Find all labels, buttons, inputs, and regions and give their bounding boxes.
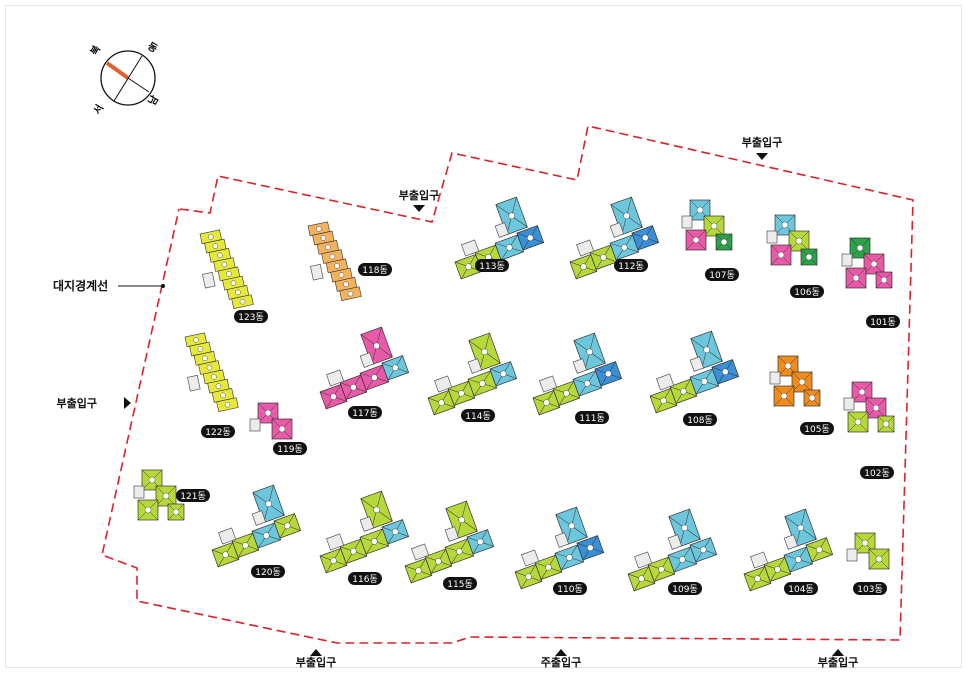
svg-text:102동: 102동 [864,468,889,479]
building-label-113동: 113동 [475,259,509,272]
building-114동[interactable]: 114동 [414,330,518,422]
entrance-label: 부출입구 [296,655,336,669]
svg-text:118동: 118동 [362,265,387,276]
svg-text:101동: 101동 [870,317,895,328]
entrance-label: 주출입구 [541,655,581,669]
entrance-arrow-icon [413,205,425,212]
entrance-arrow-icon [756,153,768,160]
boundary-callout: 대지경계선 [53,278,165,293]
building-103동[interactable]: 103동 [846,532,890,595]
building-label-107동: 107동 [705,268,739,281]
building-111동[interactable]: 111동 [519,330,623,424]
buildings-layer: 113동 112동 107동 106동 101동 117동 114동 111동 108동 105동… [133,194,900,595]
svg-text:116동: 116동 [352,574,377,585]
building-label-123동: 123동 [234,310,268,323]
building-label-102동: 102동 [860,466,894,479]
building-label-121동: 121동 [176,489,210,502]
svg-text:117동: 117동 [352,408,377,419]
svg-text:111동: 111동 [579,413,604,424]
building-104동[interactable]: 104동 [730,506,834,595]
svg-text:104동: 104동 [788,584,813,595]
building-116동[interactable]: 116동 [306,488,410,585]
building-label-104동: 104동 [784,582,818,595]
compass: 북 동 남 서 [88,40,161,116]
building-label-114동: 114동 [461,409,495,422]
svg-text:123동: 123동 [238,312,263,323]
building-106동[interactable]: 106동 [766,214,824,298]
svg-text:110동: 110동 [557,584,582,595]
svg-text:112동: 112동 [618,261,643,272]
compass-west-label: 서 [90,102,106,116]
svg-text:108동: 108동 [687,415,712,426]
svg-text:122동: 122동 [205,427,230,438]
svg-text:106동: 106동 [794,287,819,298]
building-label-120동: 120동 [251,565,285,578]
building-109동[interactable]: 109동 [614,506,718,595]
building-115동[interactable]: 115동 [391,498,495,590]
building-label-105동: 105동 [800,422,834,435]
building-label-117동: 117동 [348,406,382,419]
building-119동[interactable]: 119동 [249,402,307,455]
compass-north-label: 북 [88,44,103,58]
entrance-sub-bottom-right: 부출입구 [818,649,858,669]
map-frame [5,5,962,668]
building-label-119동: 119동 [273,442,307,455]
building-123동[interactable]: 123동 [194,226,268,323]
building-110동[interactable]: 110동 [501,504,605,595]
building-122동[interactable]: 122동 [179,329,239,438]
building-label-108동: 108동 [683,413,717,426]
boundary-label: 대지경계선 [53,278,108,293]
svg-text:121동: 121동 [180,491,205,502]
svg-text:119동: 119동 [277,444,302,455]
entrance-label: 부출입구 [399,188,439,202]
entrance-label: 부출입구 [742,135,782,149]
svg-text:114동: 114동 [465,411,490,422]
building-label-109동: 109동 [668,582,702,595]
entrance-sub-left: 부출입구 [57,396,131,410]
building-117동[interactable]: 117동 [306,324,410,419]
compass-east-label: 동 [146,40,160,55]
entrance-arrow-icon [124,397,131,409]
building-105동[interactable]: 105동 [769,355,834,435]
building-label-103동: 103동 [853,582,887,595]
entrance-arrow-icon [310,649,322,656]
entrance-arrow-icon [832,649,844,656]
site-boundary [101,125,914,644]
building-112동[interactable]: 112동 [556,194,660,280]
svg-text:103동: 103동 [857,584,882,595]
building-label-111동: 111동 [575,411,609,424]
svg-text:113동: 113동 [479,261,504,272]
entrance-label: 부출입구 [57,396,97,410]
entrance-label: 부출입구 [818,655,858,669]
building-label-118동: 118동 [358,263,392,276]
building-label-106동: 106동 [790,285,824,298]
building-label-116동: 116동 [348,572,382,585]
entrance-sub-top-mid: 부출입구 [399,188,439,212]
entrance-sub-top-right: 부출입구 [742,135,782,160]
building-label-115동: 115동 [443,577,477,590]
building-113동[interactable]: 113동 [441,194,545,280]
building-102동[interactable]: 102동 [843,381,895,479]
building-label-122동: 122동 [201,425,235,438]
entrance-sub-bottom-left: 부출입구 [296,649,336,669]
building-label-110동: 110동 [553,582,587,595]
building-108동[interactable]: 108동 [636,328,740,426]
building-107동[interactable]: 107동 [681,199,739,281]
building-118동[interactable]: 118동 [302,218,392,305]
building-121동[interactable]: 121동 [133,469,210,521]
svg-text:109동: 109동 [672,584,697,595]
building-120동[interactable]: 120동 [198,482,302,578]
entrance-arrow-icon [555,649,567,656]
entrance-main-bottom: 주출입구 [541,649,581,669]
svg-text:115동: 115동 [447,579,472,590]
building-101동[interactable]: 101동 [841,237,900,328]
building-label-112동: 112동 [614,259,648,272]
svg-text:120동: 120동 [255,567,280,578]
svg-text:107동: 107동 [709,270,734,281]
building-label-101동: 101동 [866,315,900,328]
svg-text:105동: 105동 [804,424,829,435]
